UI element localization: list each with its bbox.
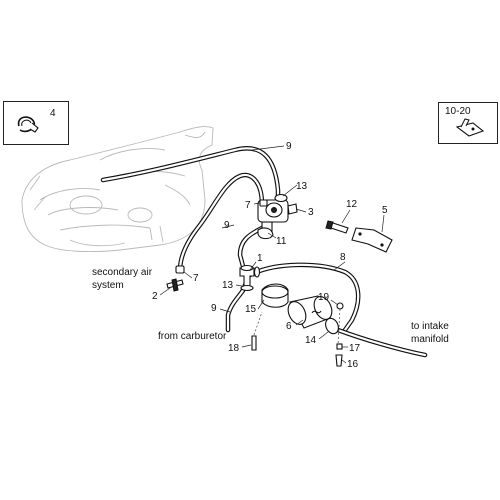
callout-13-top: 13	[296, 181, 308, 192]
callout-18: 18	[228, 343, 240, 354]
hose-9-top	[100, 146, 281, 203]
callout-3: 3	[308, 207, 314, 218]
callout-2: 2	[152, 291, 158, 302]
note-secondary-air-line2: system	[92, 280, 124, 291]
reference-box-10-20: 10-20	[438, 102, 498, 144]
callout-15: 15	[245, 304, 257, 315]
t-joint-1	[239, 264, 261, 292]
screw-18	[251, 311, 263, 351]
reference-box-4: 4	[3, 101, 69, 145]
clip-icon	[17, 116, 39, 133]
clamp-14	[325, 317, 339, 335]
screw-17-16	[335, 343, 343, 367]
screw-2	[166, 278, 184, 292]
callout-1: 1	[257, 253, 263, 264]
fuel-tank-outline	[21, 126, 214, 253]
fitting-7-top	[259, 199, 268, 207]
callout-16: 16	[347, 359, 359, 370]
callout-9-bottom: 9	[211, 303, 217, 314]
callout-8: 8	[340, 252, 346, 263]
reference-number-10-20: 10-20	[445, 106, 471, 117]
gasket-11	[257, 227, 274, 240]
clamp-15	[261, 283, 289, 308]
note-to-intake-line1: to intake	[411, 321, 449, 332]
callout-12: 12	[346, 199, 358, 210]
callout-13-mid: 13	[222, 280, 234, 291]
callout-5: 5	[382, 205, 388, 216]
callout-11: 11	[276, 236, 287, 247]
callout-9-left: 9	[224, 220, 230, 231]
note-to-intake-line2: manifold	[411, 334, 449, 345]
note-from-carburetor: from carburetor	[158, 331, 227, 342]
callout-7-top: 7	[245, 200, 251, 211]
note-secondary-air-line1: secondary air	[92, 267, 153, 278]
hose-9-bottom	[225, 282, 248, 333]
fitting-7-left	[175, 265, 185, 274]
clamp-13-top	[274, 193, 288, 203]
bracket-5	[351, 227, 393, 253]
bracket-icon	[455, 118, 485, 137]
callout-14: 14	[305, 335, 317, 346]
reference-number-4: 4	[50, 108, 56, 119]
leader-lines	[159, 145, 385, 364]
callout-6: 6	[286, 321, 292, 332]
callout-7-left: 7	[193, 273, 199, 284]
hose-to-intake	[335, 327, 428, 358]
callout-17: 17	[349, 343, 361, 354]
screw-12	[325, 220, 349, 234]
callout-9-top: 9	[286, 141, 292, 152]
screw-19	[336, 302, 344, 346]
hose-9-left	[177, 172, 265, 273]
callout-19: 19	[318, 292, 330, 303]
hose-8	[247, 262, 361, 333]
